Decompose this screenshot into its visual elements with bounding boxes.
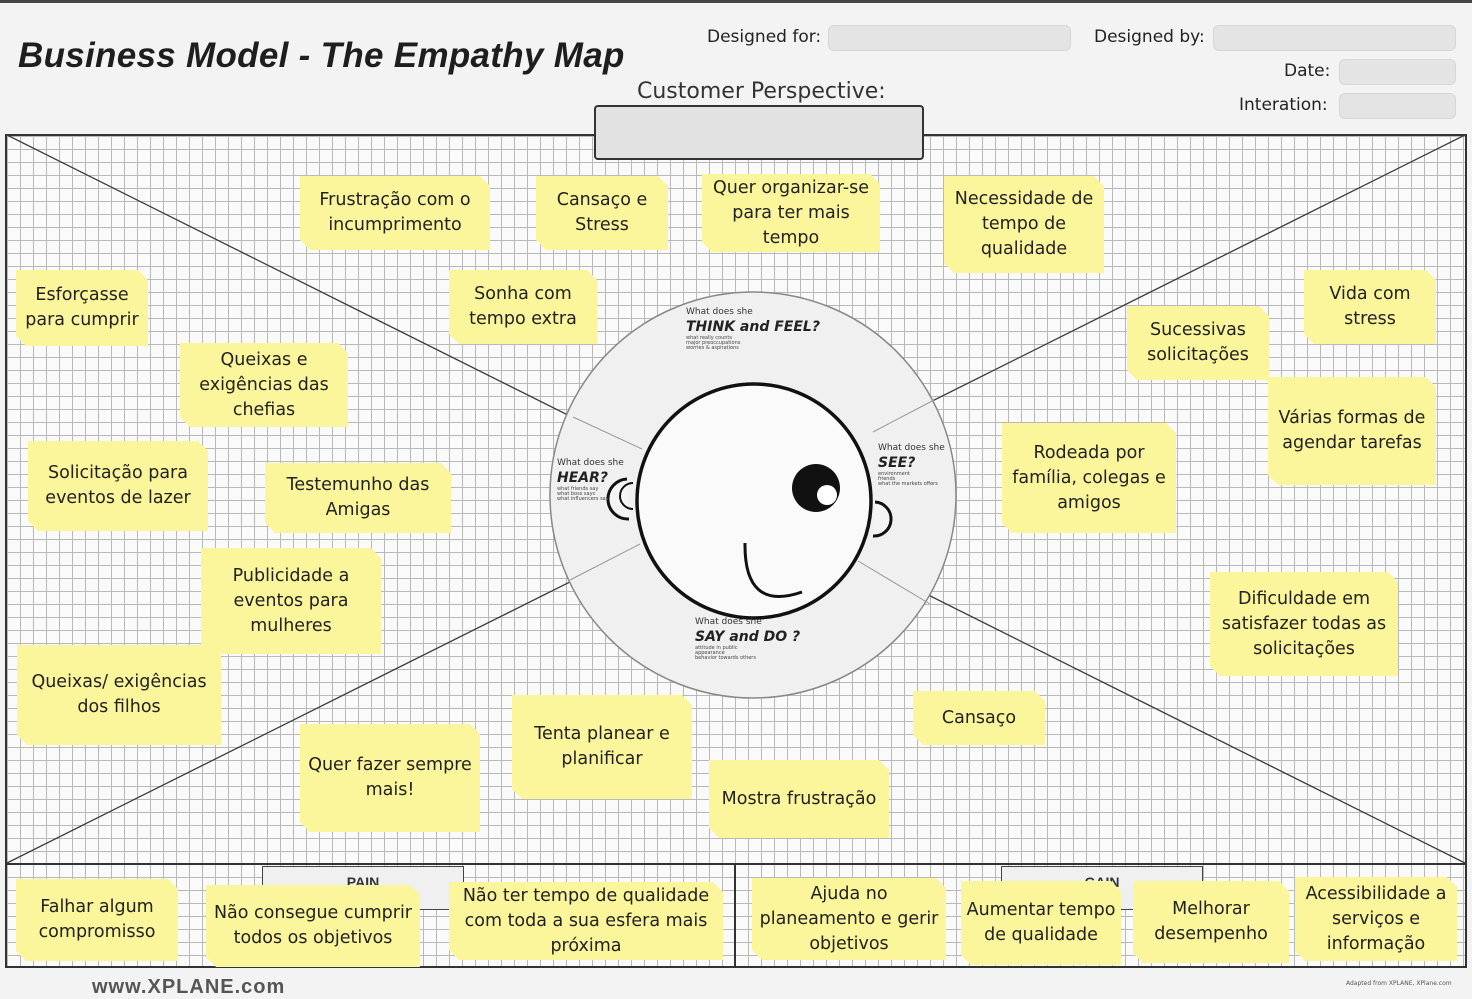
- hear-prompt: What does she HEAR? what friends say wha…: [557, 459, 624, 502]
- face-icon: [606, 382, 893, 620]
- head-icon: [635, 382, 873, 620]
- sticky-note[interactable]: Necessidade de tempo de qualidade: [944, 176, 1104, 273]
- designed-by-label: Designed by:: [1094, 27, 1205, 47]
- top-border: [0, 0, 1472, 3]
- designed-by-field[interactable]: [1213, 25, 1456, 51]
- iteration-label: Interation:: [1239, 95, 1328, 115]
- sticky-note[interactable]: Várias formas de agendar tarefas: [1268, 377, 1436, 485]
- say-line: behavior towards others: [695, 655, 756, 661]
- hear-line: what boss says: [557, 491, 596, 497]
- right-ear-icon: [872, 500, 893, 538]
- sticky-note[interactable]: Quer organizar-se para ter mais tempo: [702, 174, 880, 252]
- gain-note[interactable]: Melhorar desempenho: [1133, 881, 1289, 963]
- footer-credit: Adapted from XPLANE, XPlane.com: [1346, 980, 1452, 987]
- sticky-note[interactable]: Vida com stress: [1304, 270, 1436, 344]
- sticky-note[interactable]: Mostra frustração: [709, 760, 889, 838]
- iteration-field[interactable]: [1339, 93, 1456, 119]
- say-line: appearance: [695, 650, 725, 656]
- sticky-note[interactable]: Dificuldade em satisfazer todas as solic…: [1210, 572, 1398, 676]
- see-heading: SEE?: [878, 455, 916, 471]
- sticky-note[interactable]: Quer fazer sempre mais!: [300, 724, 480, 832]
- sticky-note[interactable]: Rodeada por família, colegas e amigos: [1002, 423, 1176, 533]
- see-line: what the markets offers: [878, 481, 938, 487]
- sticky-note[interactable]: Tenta planear e planificar: [512, 695, 692, 799]
- gain-note[interactable]: Aumentar tempo de qualidade: [961, 881, 1121, 965]
- see-prompt-text: What does she: [878, 443, 945, 453]
- sticky-note[interactable]: Publicidade a eventos para mulheres: [201, 548, 381, 654]
- say-line: attitude in public: [695, 645, 738, 651]
- hear-prompt-text: What does she: [557, 458, 624, 468]
- say-heading: SAY and DO ?: [695, 629, 801, 645]
- think-line: worries & aspirations: [686, 345, 739, 351]
- say-prompt-text: What does she: [695, 617, 762, 627]
- gain-note[interactable]: Ajuda no planeamento e gerir objetivos: [752, 878, 946, 960]
- think-heading: THINK and FEEL?: [686, 319, 820, 335]
- smile-icon: [743, 542, 803, 598]
- gain-note[interactable]: Acessibilidade a serviços e informação: [1295, 877, 1457, 961]
- think-prompt-text: What does she: [686, 307, 753, 317]
- date-label: Date:: [1284, 61, 1331, 81]
- sticky-note[interactable]: Cansaço: [913, 691, 1045, 745]
- sticky-note[interactable]: Queixas/ exigências dos filhos: [17, 645, 221, 745]
- think-line: major preoccupations: [686, 340, 741, 346]
- sticky-note[interactable]: Queixas e exigências das chefias: [180, 343, 348, 427]
- map-structure: [5, 134, 1467, 968]
- see-line: friends: [878, 476, 896, 482]
- hear-line: what friends say: [557, 486, 599, 492]
- sticky-note[interactable]: Esforçasse para cumprir: [16, 270, 148, 346]
- think-feel-prompt: What does she THINK and FEEL? what reall…: [686, 308, 820, 351]
- designed-for-field[interactable]: [828, 25, 1071, 51]
- pain-note[interactable]: Falhar algum compromisso: [16, 879, 178, 961]
- pain-note[interactable]: Não ter tempo de qualidade com toda a su…: [449, 882, 723, 960]
- sticky-note[interactable]: Sonha com tempo extra: [449, 270, 597, 344]
- customer-perspective-field[interactable]: [594, 105, 924, 160]
- pain-note[interactable]: Não consegue cumprir todos os objetivos: [206, 885, 420, 967]
- designed-for-label: Designed for:: [707, 27, 822, 47]
- see-line: environment: [878, 471, 910, 477]
- page-title: Business Model - The Empathy Map: [18, 36, 625, 75]
- left-ear-icon: [606, 477, 630, 521]
- sticky-note[interactable]: Frustração com o incumprimento: [300, 176, 490, 250]
- see-prompt: What does she SEE? environment friends w…: [878, 444, 945, 487]
- sticky-note[interactable]: Solicitação para eventos de lazer: [28, 441, 208, 531]
- sticky-note[interactable]: Cansaço e Stress: [536, 176, 668, 250]
- hear-line: what influencers say: [557, 496, 609, 502]
- think-line: what really counts: [686, 335, 732, 341]
- hear-heading: HEAR?: [557, 470, 609, 486]
- date-field[interactable]: [1339, 59, 1456, 85]
- say-do-prompt: What does she SAY and DO ? attitude in p…: [695, 618, 800, 661]
- sticky-note[interactable]: Testemunho das Amigas: [265, 463, 451, 533]
- customer-perspective-label: Customer Perspective:: [637, 79, 886, 104]
- sticky-note[interactable]: Sucessivas solicitações: [1127, 306, 1269, 380]
